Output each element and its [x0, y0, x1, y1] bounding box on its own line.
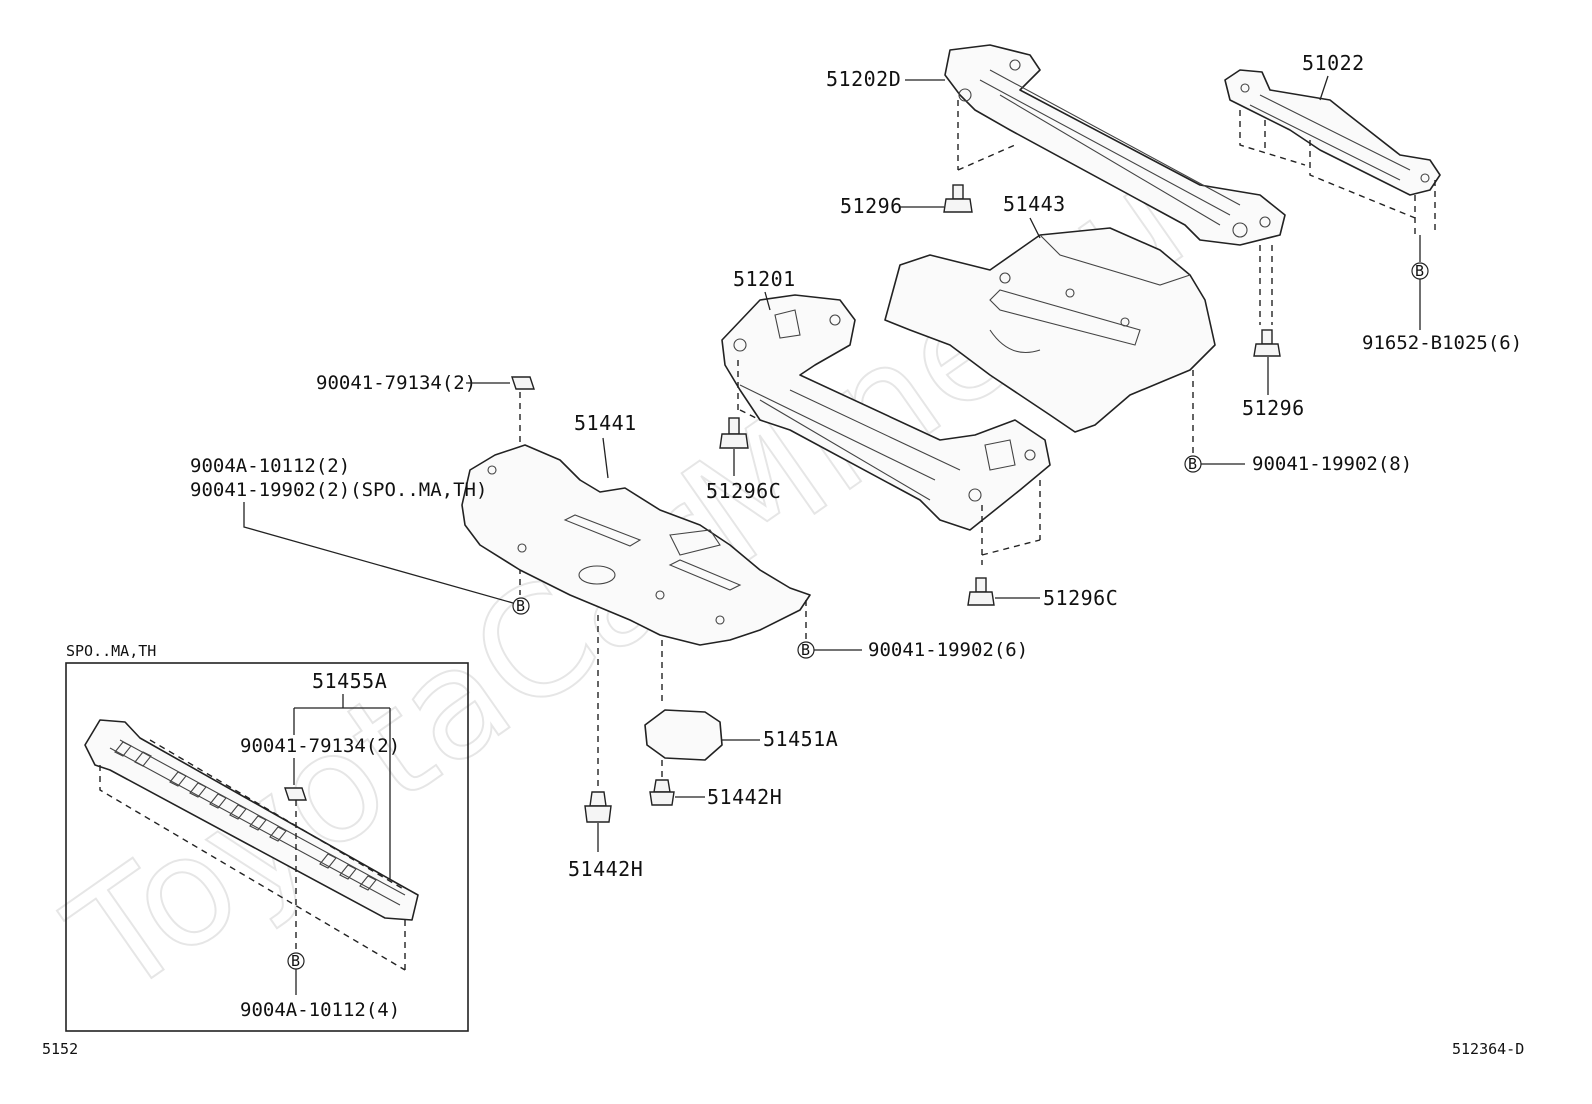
marker-b-letter: B	[1415, 262, 1424, 280]
label-51022: 51022	[1302, 51, 1365, 75]
inset-title: SPO..MA,TH	[66, 642, 156, 660]
label-90041-19902-6: 90041-19902(6)	[868, 639, 1028, 661]
label-51443: 51443	[1003, 192, 1066, 216]
marker-b-51441	[512, 597, 530, 615]
label-90041-19902-2: 90041-19902(2)(SPO..MA,TH)	[190, 479, 487, 501]
bolt-51296-top	[943, 184, 973, 213]
label-91652-B1025: 91652-B1025(6)	[1362, 332, 1522, 354]
label-9004A-10112-4: 9004A-10112(4)	[240, 999, 400, 1021]
fastener-51442H-bottom	[584, 791, 612, 823]
part-51455A	[84, 719, 419, 921]
label-51442H-right: 51442H	[707, 785, 782, 809]
label-51296C-right: 51296C	[1043, 586, 1118, 610]
inset-box: SPO..MA,TH 51455A 90041-79134(2) B 9004A…	[65, 642, 469, 1032]
part-51201	[721, 294, 1051, 531]
label-90041-19902-8: 90041-19902(8)	[1252, 453, 1412, 475]
footer-left-code: 5152	[42, 1040, 78, 1058]
clip-90041-79134-inset	[284, 787, 307, 801]
fastener-51442H-right	[649, 779, 675, 806]
label-90041-79134-inset: 90041-79134(2)	[240, 735, 400, 757]
label-51296C-left: 51296C	[706, 479, 781, 503]
marker-b-letter-5: B	[291, 952, 300, 970]
label-90041-79134-top: 90041-79134(2)	[316, 372, 476, 394]
label-51441: 51441	[574, 411, 637, 435]
part-51443	[884, 227, 1216, 433]
bolt-51296C-left	[719, 417, 749, 449]
label-51202D: 51202D	[826, 67, 901, 91]
label-9004A-10112-2: 9004A-10112(2)	[190, 455, 350, 477]
marker-b-letter-3: B	[516, 597, 525, 615]
bolt-51296C-right	[967, 577, 995, 606]
marker-b-letter-2: B	[1188, 455, 1197, 473]
part-51202D	[944, 44, 1286, 246]
label-51296-right: 51296	[1242, 396, 1305, 420]
label-51442H-bottom: 51442H	[568, 857, 643, 881]
part-51451A	[644, 709, 723, 761]
part-51441	[461, 444, 811, 646]
label-51201: 51201	[733, 267, 796, 291]
marker-b-letter-4: B	[801, 641, 810, 659]
footer-right-code: 512364-D	[1452, 1040, 1524, 1058]
clip-90041-79134-top	[511, 376, 535, 390]
label-51296-top: 51296	[840, 194, 903, 218]
bolt-51296-right	[1253, 329, 1281, 357]
label-51455A: 51455A	[312, 669, 387, 693]
label-51451A: 51451A	[763, 727, 838, 751]
part-51022	[1224, 69, 1441, 196]
